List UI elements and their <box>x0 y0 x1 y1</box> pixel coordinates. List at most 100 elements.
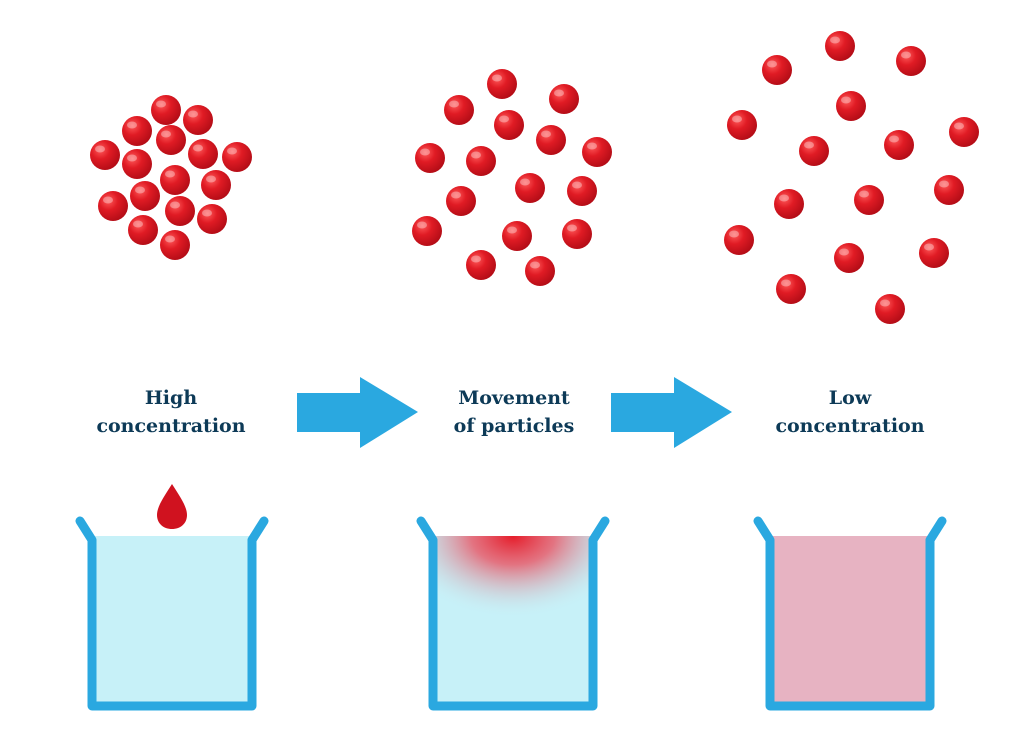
particle-icon <box>466 146 496 176</box>
spreading-dye <box>433 536 593 646</box>
particle-icon <box>130 181 160 211</box>
particle-highlight <box>420 148 430 156</box>
particle-icon <box>567 176 597 206</box>
particle-highlight <box>202 209 212 217</box>
particle-icon <box>197 204 227 234</box>
particle-icon <box>90 140 120 170</box>
particle-icon <box>934 175 964 205</box>
particle-icon <box>122 116 152 146</box>
particle-icon <box>502 221 532 251</box>
particle-icon <box>188 139 218 169</box>
particle-icon <box>799 136 829 166</box>
particle-highlight <box>889 135 899 143</box>
particle-highlight <box>471 255 481 263</box>
low-concentration-label: Low concentration <box>740 384 960 440</box>
particle-icon <box>774 189 804 219</box>
particle-highlight <box>492 74 502 82</box>
label-line: Movement <box>458 387 570 409</box>
particle-icon <box>466 250 496 280</box>
particle-highlight <box>127 121 137 129</box>
particle-highlight <box>451 191 461 199</box>
particle-icon <box>854 185 884 215</box>
particle-icon <box>165 196 195 226</box>
particle-highlight <box>161 130 171 138</box>
particle-highlight <box>732 115 742 123</box>
particle-highlight <box>779 194 789 202</box>
label-line: concentration <box>96 415 246 437</box>
particle-icon <box>151 95 181 125</box>
particle-icon <box>160 230 190 260</box>
high-concentration-label: High concentration <box>61 384 281 440</box>
particle-icon <box>875 294 905 324</box>
beaker-icon <box>75 516 269 711</box>
particle-highlight <box>572 181 582 189</box>
particle-highlight <box>520 178 530 186</box>
particle-highlight <box>127 154 137 162</box>
particle-highlight <box>567 224 577 232</box>
particle-highlight <box>767 60 777 68</box>
particle-highlight <box>541 130 551 138</box>
water <box>92 536 252 704</box>
drop-icon <box>157 484 187 529</box>
label-line: concentration <box>775 415 925 437</box>
particle-icon <box>201 170 231 200</box>
particle-icon <box>415 143 445 173</box>
particle-icon <box>724 225 754 255</box>
arrow-right-icon <box>297 377 418 448</box>
particle-icon <box>446 186 476 216</box>
particle-icon <box>762 55 792 85</box>
particle-highlight <box>95 145 105 153</box>
particle-icon <box>183 105 213 135</box>
low-concentration-particles <box>724 31 979 324</box>
particle-highlight <box>135 186 145 194</box>
particle-highlight <box>880 299 890 307</box>
particle-highlight <box>227 147 237 155</box>
particle-icon <box>896 46 926 76</box>
particle-highlight <box>587 142 597 150</box>
particle-icon <box>562 219 592 249</box>
mixed-water <box>770 536 930 704</box>
particle-highlight <box>449 100 459 108</box>
label-line: High <box>144 387 198 409</box>
high-concentration-particles <box>90 95 252 260</box>
particle-highlight <box>165 235 175 243</box>
particle-highlight <box>554 89 564 97</box>
particle-highlight <box>781 279 791 287</box>
particle-highlight <box>170 201 180 209</box>
particle-icon <box>515 173 545 203</box>
particle-highlight <box>417 221 427 229</box>
particle-highlight <box>206 175 216 183</box>
particle-highlight <box>924 243 934 251</box>
beaker-icon <box>416 516 610 711</box>
particle-icon <box>727 110 757 140</box>
particle-icon <box>582 137 612 167</box>
particle-highlight <box>939 180 949 188</box>
particle-highlight <box>830 36 840 44</box>
moving-particles <box>412 69 612 286</box>
particle-icon <box>156 125 186 155</box>
particle-icon <box>98 191 128 221</box>
particle-icon <box>834 243 864 273</box>
particle-highlight <box>530 261 540 269</box>
particle-icon <box>525 256 555 286</box>
particle-highlight <box>839 248 849 256</box>
particle-highlight <box>133 220 143 228</box>
particle-highlight <box>729 230 739 238</box>
particle-highlight <box>954 122 964 130</box>
particle-highlight <box>804 141 814 149</box>
particle-icon <box>412 216 442 246</box>
particle-highlight <box>103 196 113 204</box>
particle-icon <box>825 31 855 61</box>
particle-icon <box>128 215 158 245</box>
beaker-icon <box>753 516 947 711</box>
particle-highlight <box>859 190 869 198</box>
particle-icon <box>949 117 979 147</box>
particle-icon <box>160 165 190 195</box>
particle-icon <box>836 91 866 121</box>
particle-highlight <box>193 144 203 152</box>
particle-highlight <box>165 170 175 178</box>
movement-of-particles-label: Movement of particles <box>404 384 624 440</box>
particle-highlight <box>188 110 198 118</box>
particle-icon <box>536 125 566 155</box>
